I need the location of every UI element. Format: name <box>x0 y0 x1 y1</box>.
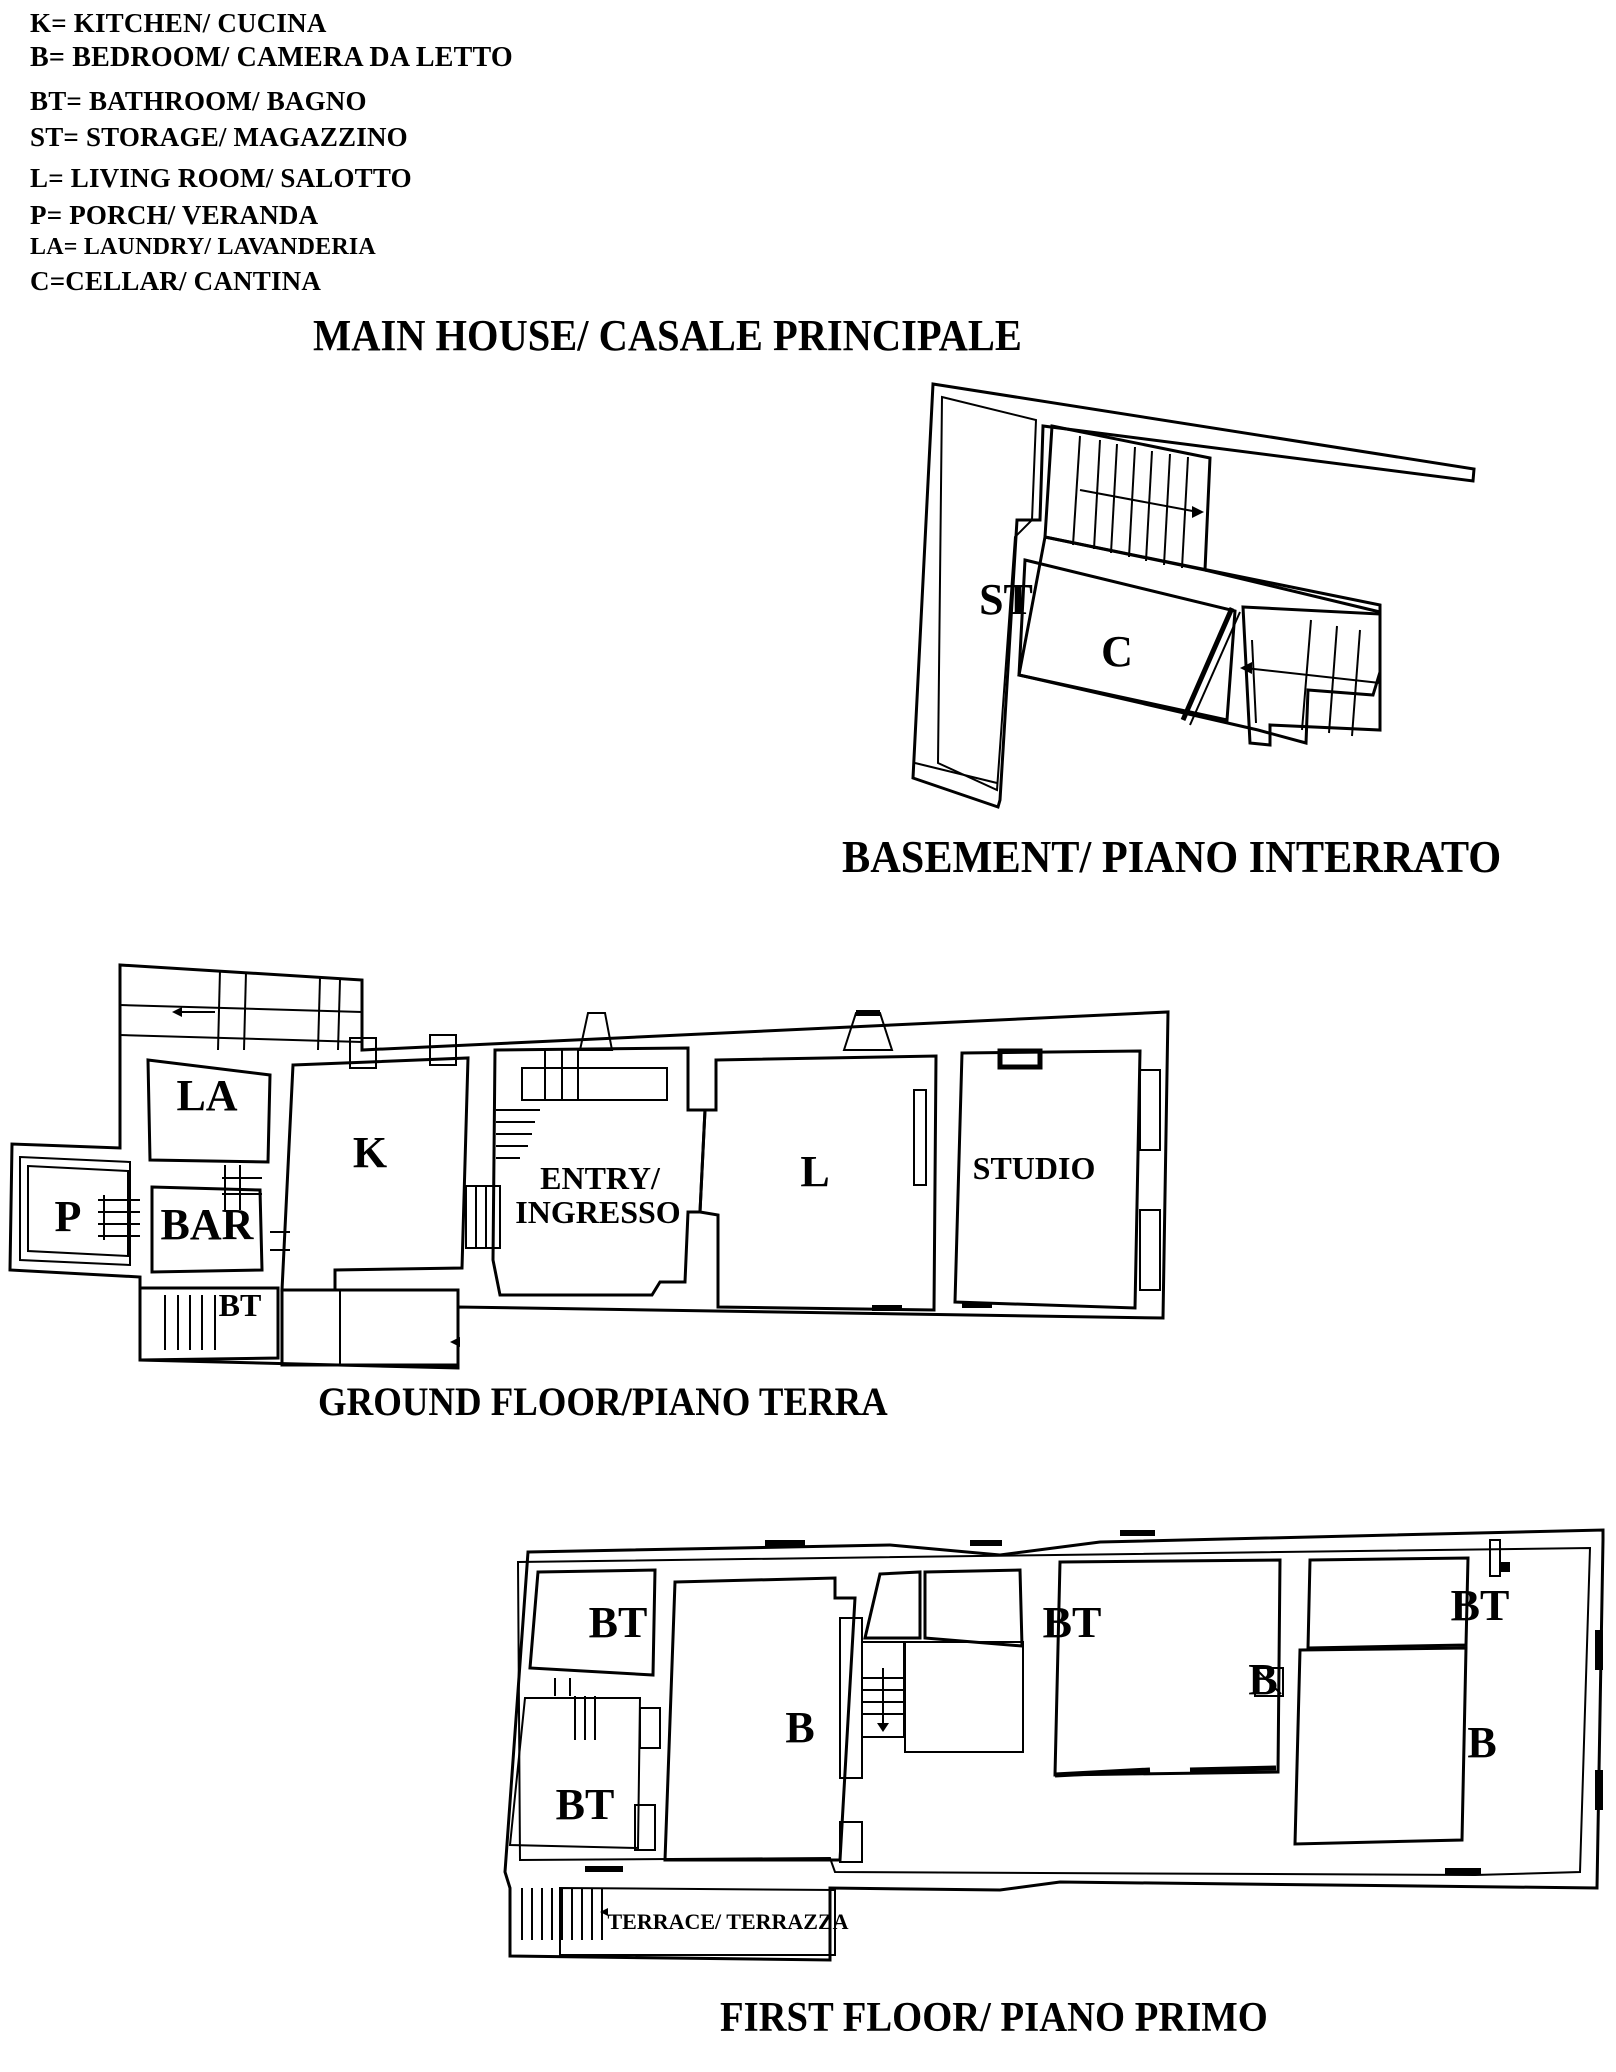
legend-kitchen: K= KITCHEN/ CUCINA <box>30 8 327 38</box>
legend-living-room: L= LIVING ROOM/ SALOTTO <box>30 163 412 193</box>
first-floor-title: FIRST FLOOR/ PIANO PRIMO <box>720 1995 1268 2041</box>
ground-floor-plan: LA P BAR BT K ENTRY/ INGRESSO L STUDIO <box>0 950 1200 1370</box>
basement-room-cellar: C <box>1101 627 1133 676</box>
first-room-bathroom-4: BT <box>1450 1581 1510 1630</box>
basement-title: BASEMENT/ PIANO INTERRATO <box>842 831 1502 882</box>
first-room-bathroom-1: BT <box>588 1598 648 1647</box>
ground-room-entry-label-en: ENTRY/ <box>540 1160 660 1196</box>
first-floor-plan: BT BT B BT B BT B TERRACE/ TERRAZZA <box>500 1500 1616 1980</box>
ground-room-studio: STUDIO <box>972 1150 1096 1186</box>
first-room-bathroom-3: BT <box>1042 1598 1102 1647</box>
legend-storage: ST= STORAGE/ MAGAZZINO <box>30 122 408 152</box>
ground-floor-title: GROUND FLOOR/PIANO TERRA <box>318 1379 888 1424</box>
ground-room-laundry: LA <box>176 1071 238 1120</box>
legend-bedroom: B= BEDROOM/ CAMERA DA LETTO <box>30 42 513 73</box>
first-room-bathroom-2: BT <box>555 1780 615 1829</box>
ground-floor-walls <box>8 963 1170 1370</box>
basement-room-storage: ST <box>979 575 1033 624</box>
first-room-bedroom-2: B <box>1248 1655 1278 1704</box>
ground-room-entry-label-it: INGRESSO <box>515 1194 681 1230</box>
ground-room-bar: BAR <box>160 1200 254 1249</box>
legend-porch: P= PORCH/ VERANDA <box>30 200 319 230</box>
legend-bathroom: BT= BATHROOM/ BAGNO <box>30 86 367 116</box>
ground-room-bathroom: BT <box>218 1287 262 1323</box>
legend-cellar: C=CELLAR/ CANTINA <box>30 266 322 296</box>
first-room-terrace: TERRACE/ TERRAZZA <box>607 1909 849 1934</box>
ground-room-kitchen: K <box>352 1128 388 1177</box>
first-floor-walls <box>503 1528 1605 1962</box>
basement-plan: ST C <box>0 0 1616 900</box>
legend-laundry: LA= LAUNDRY/ LAVANDERIA <box>30 234 376 260</box>
main-house-title: MAIN HOUSE/ CASALE PRINCIPALE <box>313 311 1022 360</box>
basement-walls <box>911 382 1476 809</box>
first-room-bedroom-1: B <box>785 1703 815 1752</box>
first-room-bedroom-3: B <box>1467 1718 1497 1767</box>
ground-room-porch: P <box>54 1192 82 1241</box>
ground-room-living: L <box>800 1147 830 1196</box>
